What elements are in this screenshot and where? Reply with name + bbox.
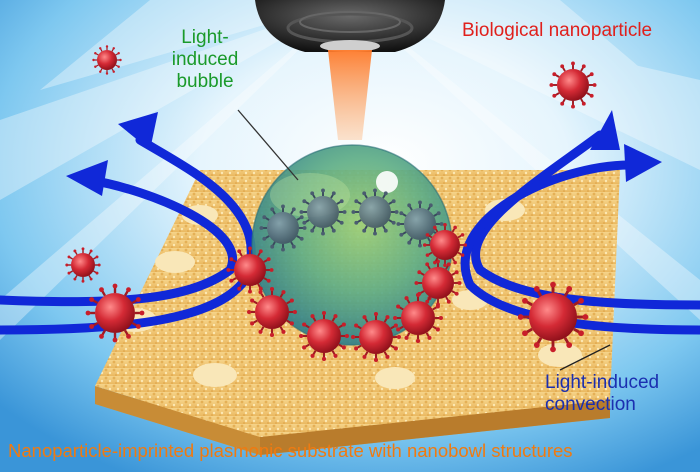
convection-label-line2: convection (545, 394, 636, 415)
arrow-icon (66, 160, 108, 196)
virus-icon (351, 188, 399, 236)
virus-icon (422, 222, 468, 268)
virus-icon (259, 204, 307, 252)
laser-beam-icon (328, 50, 372, 140)
arrow-icon (590, 110, 620, 150)
virus-icon (226, 246, 274, 294)
virus-icon (299, 188, 347, 236)
bubble-label-line2: induced (171, 49, 239, 70)
convection-label-line1: Light-induced (545, 372, 660, 393)
bubble-label: Light- induced bubble (155, 27, 255, 93)
virus-icon (65, 247, 101, 283)
substrate-label: Nanoparticle-imprinted plasmonic substra… (8, 440, 573, 461)
virus-icon (351, 312, 401, 362)
objective-lens-icon (255, 0, 445, 52)
convection-leader-line (559, 344, 611, 371)
virus-icon (414, 259, 462, 307)
virus-icon (92, 45, 122, 75)
virus-icon (517, 281, 589, 353)
convection-label: Light-induced convection (545, 372, 659, 416)
bubble-label-line3: bubble (176, 71, 234, 92)
nanoparticle-label: Biological nanoparticle (462, 20, 653, 41)
virus-icon (393, 293, 443, 343)
virus-layer (65, 45, 597, 362)
virus-icon (299, 311, 349, 361)
virus-icon (549, 61, 597, 109)
arrow-icon (118, 112, 158, 150)
virus-icon (247, 287, 297, 337)
arrow-icon (624, 144, 662, 182)
virus-icon (85, 283, 145, 343)
arrow-heads (66, 110, 662, 196)
bubble-leader-line (237, 109, 299, 181)
bubble-label-line1: Light- (181, 27, 229, 48)
